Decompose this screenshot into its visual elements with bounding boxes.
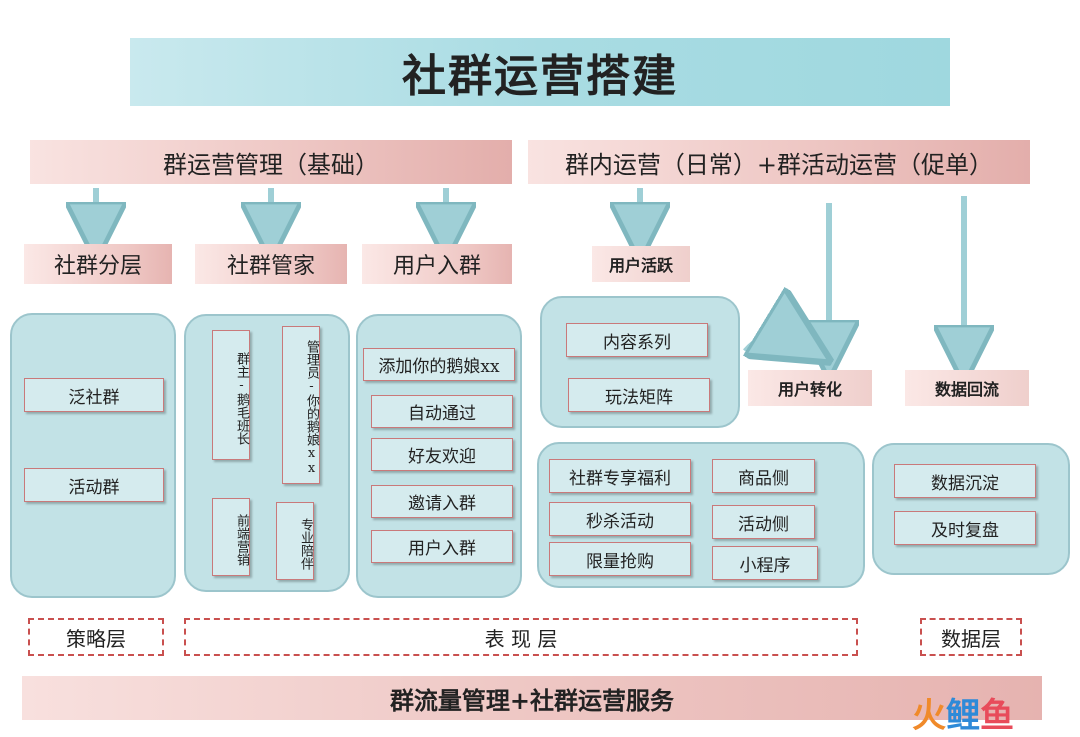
item-limited-rush: 限量抢购 bbox=[549, 542, 691, 576]
item-gameplay-matrix: 玩法矩阵 bbox=[568, 378, 710, 412]
panel-layering bbox=[10, 313, 176, 598]
logo-part-3: 鱼 bbox=[980, 695, 1014, 736]
header-conversion: 用户转化 bbox=[748, 370, 872, 406]
item-frontend-marketing: 前端营销 bbox=[212, 498, 250, 576]
layer-strategy: 策略层 bbox=[28, 618, 164, 656]
item-group-admin: 管理员-你的鹅娘xx bbox=[282, 326, 320, 484]
panel-steward bbox=[184, 314, 350, 592]
header-join: 用户入群 bbox=[362, 244, 512, 284]
item-mini-program: 小程序 bbox=[712, 546, 818, 580]
layer-data: 数据层 bbox=[920, 618, 1022, 656]
item-exclusive-benefits: 社群专享福利 bbox=[549, 459, 691, 493]
item-flash-sale: 秒杀活动 bbox=[549, 502, 691, 536]
watermark-logo: 火 鲤 鱼 bbox=[912, 690, 1062, 736]
item-timely-review: 及时复盘 bbox=[894, 511, 1036, 545]
section-header-operations: 群内运营（日常）+群活动运营（促单） bbox=[528, 140, 1030, 184]
curved-arrow-active-to-conversion bbox=[743, 335, 798, 352]
header-active: 用户活跃 bbox=[592, 246, 690, 282]
panel-data bbox=[872, 443, 1070, 575]
logo-part-1: 火 bbox=[912, 695, 946, 736]
item-product-side: 商品侧 bbox=[712, 459, 815, 493]
item-friend-welcome: 好友欢迎 bbox=[371, 438, 513, 471]
page-title: 社群运营搭建 bbox=[130, 38, 950, 106]
item-professional-companion: 专业陪伴 bbox=[276, 502, 314, 580]
item-data-accumulation: 数据沉淀 bbox=[894, 464, 1036, 498]
item-general-group: 泛社群 bbox=[24, 378, 164, 412]
item-user-joins: 用户入群 bbox=[371, 530, 513, 563]
section-header-basic: 群运营管理（基础） bbox=[30, 140, 512, 184]
footer-banner: 群流量管理+社群运营服务 bbox=[22, 676, 1042, 720]
item-group-owner: 群主-鹅毛班长 bbox=[212, 330, 250, 460]
header-steward: 社群管家 bbox=[195, 244, 347, 284]
item-invite-to-group: 邀请入群 bbox=[371, 485, 513, 518]
layer-presentation: 表 现 层 bbox=[184, 618, 858, 656]
header-data: 数据回流 bbox=[905, 370, 1029, 406]
item-event-group: 活动群 bbox=[24, 468, 164, 502]
item-activity-side: 活动侧 bbox=[712, 505, 815, 539]
item-add-contact: 添加你的鹅娘xx bbox=[363, 348, 515, 381]
item-auto-approve: 自动通过 bbox=[371, 395, 513, 428]
item-content-series: 内容系列 bbox=[566, 323, 708, 357]
logo-part-2: 鲤 bbox=[946, 695, 980, 736]
header-layering: 社群分层 bbox=[24, 244, 172, 284]
